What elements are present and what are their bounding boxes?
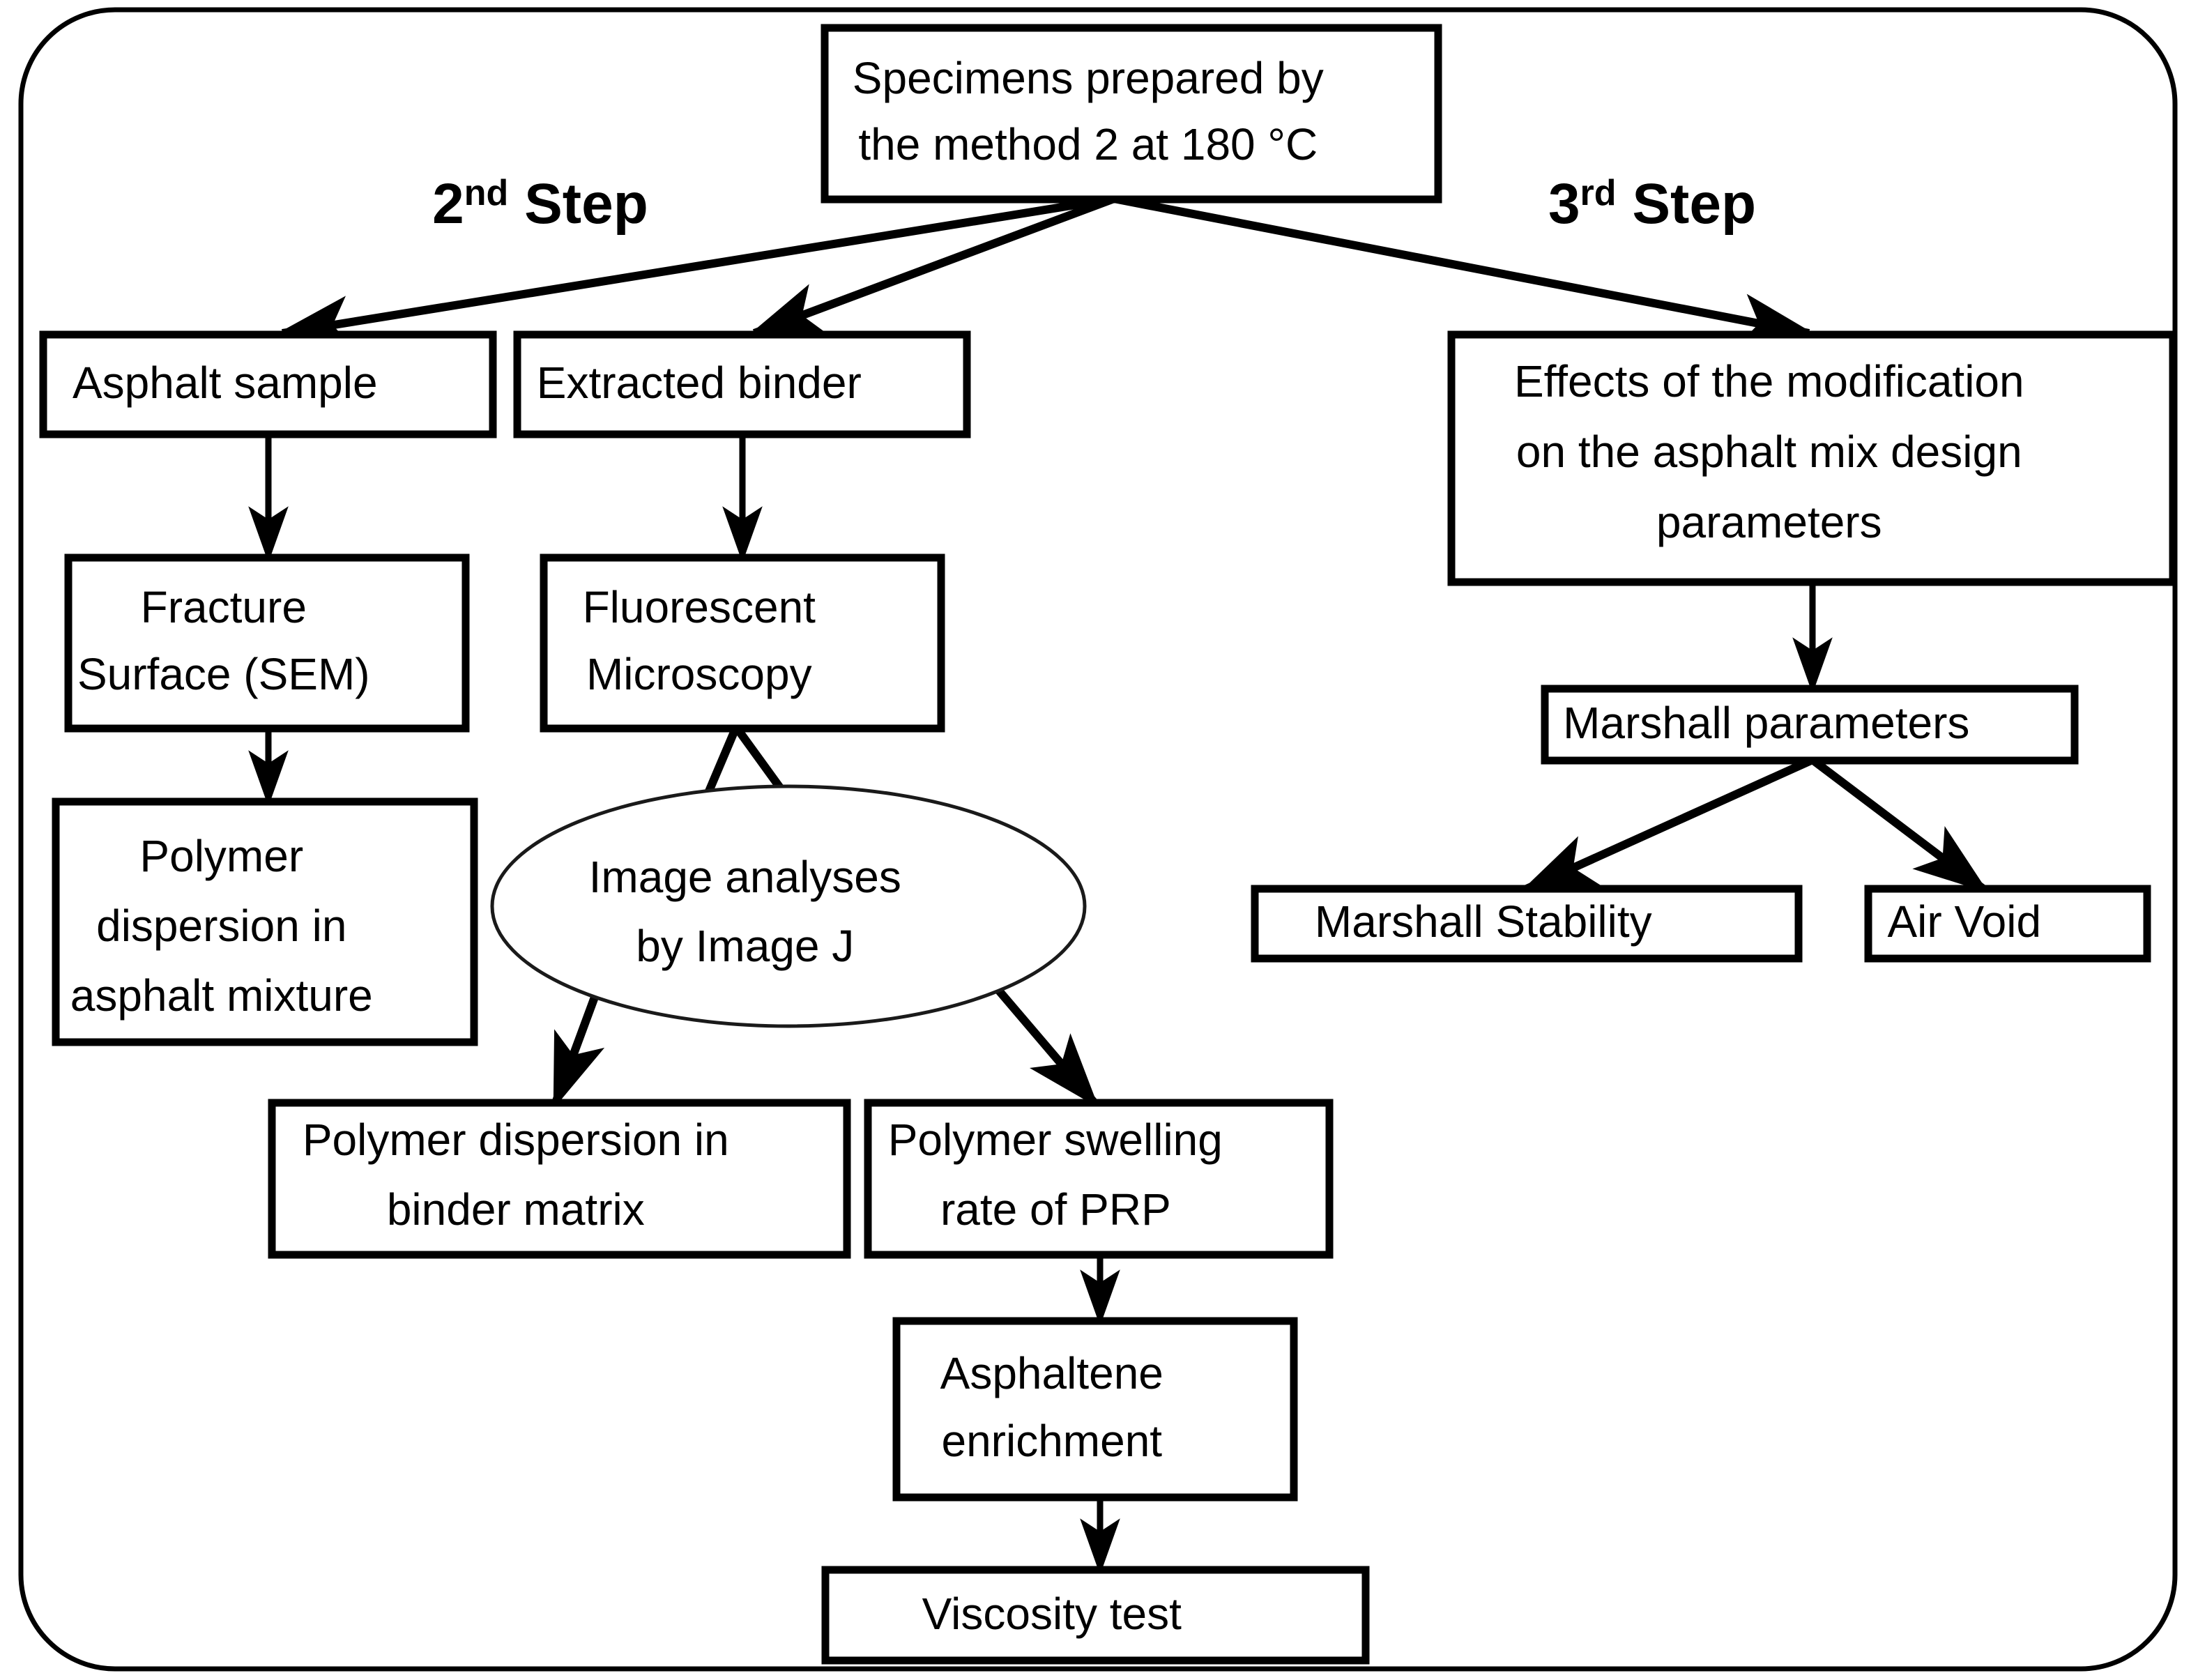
step3-number: 3 (1548, 172, 1580, 236)
svg-text:Polymer swelling: Polymer swelling (888, 1115, 1310, 1165)
step3-ordinal: rd (1580, 173, 1617, 213)
step-label-2nd: 2nd Step (432, 172, 648, 236)
node-viscosity-test[interactable]: Viscosity test (821, 1566, 1370, 1665)
svg-text:on the asphalt mix design: on the asphalt mix design (1516, 427, 2109, 477)
svg-text:parameters: parameters (1656, 497, 1969, 547)
node-fluorescent-microscopy[interactable]: Fluorescent Microscopy (540, 553, 945, 733)
svg-text:binder matrix: binder matrix (387, 1184, 731, 1235)
node-fracture-line-2: Surface (SEM) (77, 649, 370, 699)
svg-text:Marshall Stability: Marshall Stability (1315, 896, 1739, 947)
node-extracted-binder[interactable]: Extracted binder (513, 330, 971, 438)
node-effects-modification[interactable]: Effects of the modification on the aspha… (1447, 330, 2177, 586)
svg-text:Marshall parameters: Marshall parameters (1563, 698, 2056, 748)
node-asphaltene-enrichment[interactable]: Asphaltene enrichment (892, 1317, 1298, 1502)
svg-text:enrichment: enrichment (941, 1416, 1249, 1466)
node-marshall-parameters-line-1: Marshall parameters (1563, 698, 1969, 748)
svg-text:Surface (SEM): Surface (SEM) (77, 649, 457, 699)
svg-text:Air Void: Air Void (1887, 896, 2128, 947)
node-ae-line-1: Asphaltene (940, 1348, 1163, 1398)
node-specimens-line-2: the method 2 at 180 °C (858, 119, 1318, 169)
svg-text:Image analyses: Image analyses (589, 852, 989, 902)
node-effects-line-1: Effects of the modification (1514, 356, 2024, 406)
node-pdb-line-1: Polymer dispersion in (303, 1115, 729, 1165)
edge-specimens-to-extracted-binder (748, 194, 1116, 337)
svg-text:rate of PRP: rate of PRP (940, 1184, 1257, 1235)
edge-marshall-parameters-to-air-void (1810, 756, 1989, 893)
node-effects-line-3: parameters (1656, 497, 1882, 547)
svg-text:Viscosity test: Viscosity test (922, 1589, 1269, 1639)
node-extracted-binder-line-1: Extracted binder (537, 358, 862, 408)
node-asphalt-sample-line-1: Asphalt sample (72, 358, 378, 408)
node-marshall-stability[interactable]: Marshall Stability (1251, 885, 1803, 963)
node-ae-line-2: enrichment (941, 1416, 1162, 1466)
svg-text:Polymer: Polymer (139, 831, 390, 881)
node-pda-line-2: dispersion in (96, 901, 346, 951)
edge-image-analyses-to-polymer-dispersion-binder (551, 991, 605, 1110)
node-specimens[interactable]: Specimens prepared by the method 2 at 18… (821, 24, 1442, 204)
svg-text:Polymer dispersion in: Polymer dispersion in (303, 1115, 816, 1165)
step2-number: 2 (432, 172, 464, 236)
node-fluorescent-line-1: Fluorescent (583, 582, 816, 632)
node-marshall-parameters[interactable]: Marshall parameters (1541, 685, 2079, 765)
svg-text:Extracted binder: Extracted binder (537, 358, 949, 408)
node-ps-line-1: Polymer swelling (888, 1115, 1223, 1165)
svg-text:the method 2 at 180 °C: the method 2 at 180 °C (858, 119, 1404, 169)
node-polymer-dispersion-asphalt[interactable]: Polymer dispersion in asphalt mixture (52, 797, 478, 1046)
step-label-3rd: 3rd Step (1548, 172, 1756, 236)
node-pda-line-3: asphalt mixture (70, 970, 373, 1021)
node-fracture-surface[interactable]: Fracture Surface (SEM) (64, 553, 470, 733)
svg-text:Asphalt sample: Asphalt sample (72, 358, 464, 408)
step2-ordinal: nd (464, 173, 509, 213)
svg-text:by Image J: by Image J (636, 921, 941, 971)
node-specimens-line-1: Specimens prepared by (853, 53, 1324, 103)
node-pda-line-1: Polymer (139, 831, 303, 881)
svg-text:asphalt mixture: asphalt mixture (70, 970, 459, 1021)
svg-text:dispersion in: dispersion in (96, 901, 434, 951)
node-asphalt-sample[interactable]: Asphalt sample (39, 330, 497, 438)
node-marshall-stability-line-1: Marshall Stability (1315, 896, 1652, 947)
edge-specimens-to-effects-modification (1113, 194, 1816, 346)
svg-text:Fluorescent: Fluorescent (583, 582, 903, 632)
connector-layer (248, 194, 1989, 1575)
node-image-analyses-line-1: Image analyses (589, 852, 901, 902)
svg-text:Asphaltene: Asphaltene (940, 1348, 1251, 1398)
svg-text:Specimens prepared by: Specimens prepared by (853, 53, 1410, 103)
node-image-analyses-line-2: by Image J (636, 921, 854, 971)
svg-text:Microscopy: Microscopy (586, 649, 899, 699)
node-effects-line-2: on the asphalt mix design (1516, 427, 2022, 477)
step2-word: Step (524, 172, 648, 236)
node-image-analyses[interactable]: Image analyses by Image J (490, 784, 1087, 1028)
edge-specimens-to-asphalt-sample (275, 194, 1115, 349)
node-polymer-swelling[interactable]: Polymer swelling rate of PRP (864, 1099, 1334, 1259)
node-air-void-line-1: Air Void (1887, 896, 2041, 947)
svg-text:Fracture: Fracture (141, 582, 394, 632)
node-ps-line-2: rate of PRP (940, 1184, 1170, 1235)
node-pdb-line-2: binder matrix (387, 1184, 645, 1235)
edge-marshall-parameters-to-marshall-stability (1520, 756, 1815, 893)
step3-word: Step (1632, 172, 1756, 236)
node-polymer-dispersion-binder[interactable]: Polymer dispersion in binder matrix (268, 1099, 851, 1259)
node-air-void[interactable]: Air Void (1864, 885, 2151, 963)
node-viscosity-line-1: Viscosity test (922, 1589, 1182, 1639)
edge-image-analyses-to-polymer-swelling (995, 987, 1099, 1108)
node-fracture-line-1: Fracture (141, 582, 307, 632)
node-fluorescent-line-2: Microscopy (586, 649, 812, 699)
svg-text:Effects of the modification: Effects of the modification (1514, 356, 2111, 406)
